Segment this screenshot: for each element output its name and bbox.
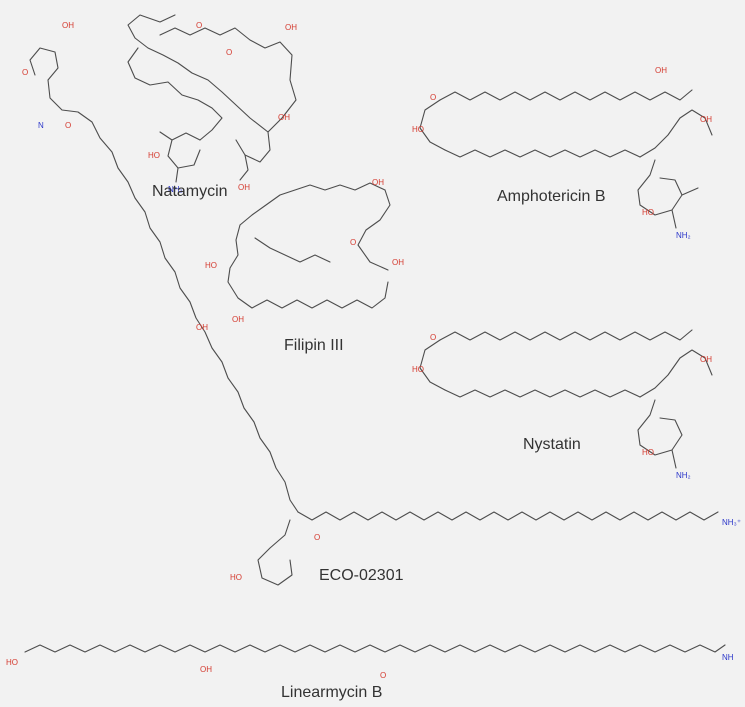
amphotericin-sugar-hydroxyl-label: HO (642, 208, 654, 217)
amphotericin-structure: O HO OH OH HO NH₂ (412, 66, 713, 240)
caption-linearmycin-b: Linearmycin B (281, 684, 383, 701)
eco-hydroxyl-mid-label: OH (196, 323, 208, 332)
eco-ammonium-label: NH₃⁺ (722, 518, 741, 527)
nystatin-amine-label: NH₂ (676, 471, 691, 480)
nystatin-sugar-hydroxyl-label: HO (642, 448, 654, 457)
eco-ketone-chain-label: O (314, 533, 320, 542)
nystatin-structure: O HO OH HO NH₂ (412, 329, 713, 480)
natamycin-hydroxyl-label: OH (285, 23, 297, 32)
natamycin-oxygen-label: O (196, 21, 202, 30)
natamycin-amine-label: NH₂ (168, 185, 183, 194)
caption-filipin-iii: Filipin III (284, 337, 344, 354)
natamycin-epoxide-oxygen-label: O (226, 48, 232, 57)
linearmycin-hydroxyl-label: OH (200, 665, 212, 674)
filipin-hydroxyl-bottom-label: OH (232, 315, 244, 324)
eco-02301-structure: O OH N O OH O NH₃⁺ HO (22, 21, 741, 586)
amphotericin-hydroxyl-top-label: OH (655, 66, 667, 75)
caption-natamycin: Natamycin (152, 183, 228, 200)
natamycin-structure: O O OH OH OH HO NH₂ (127, 14, 297, 194)
natamycin-acid-label: OH (238, 183, 250, 192)
caption-eco-02301: ECO-02301 (319, 567, 404, 584)
amphotericin-amine-label: NH₂ (676, 231, 691, 240)
filipin-structure: OH O HO OH OH (205, 178, 404, 324)
filipin-hydroxyl-label: OH (372, 178, 384, 187)
linearmycin-structure: HO O OH NH (6, 644, 734, 680)
eco-sugar-hydroxyl-label: HO (230, 573, 242, 582)
amphotericin-hydroxyl-left-label: HO (412, 125, 424, 134)
amphotericin-oxygen-label: O (430, 93, 436, 102)
linearmycin-acid-label: HO (6, 658, 18, 667)
natamycin-ring-hydroxyl-label: OH (278, 113, 290, 122)
nystatin-acid-label: OH (700, 355, 712, 364)
linearmycin-ketone-label: O (380, 671, 386, 680)
eco-hydroxyl-top-label: OH (62, 21, 74, 30)
filipin-hydroxyl-left-label: HO (205, 261, 217, 270)
eco-amide-oxygen-label: O (65, 121, 71, 130)
eco-ketone-label: O (22, 68, 28, 77)
amphotericin-acid-label: OH (700, 115, 712, 124)
filipin-oxygen-label: O (350, 238, 356, 247)
eco-nh-label: N (38, 121, 44, 130)
filipin-hydroxyl-right-label: OH (392, 258, 404, 267)
caption-amphotericin-b: Amphotericin B (497, 188, 606, 205)
natamycin-sugar-hydroxyl-label: HO (148, 151, 160, 160)
nystatin-oxygen-label: O (430, 333, 436, 342)
caption-nystatin: Nystatin (523, 436, 581, 453)
linearmycin-amine-label: NH (722, 653, 734, 662)
nystatin-hydroxyl-left-label: HO (412, 365, 424, 374)
